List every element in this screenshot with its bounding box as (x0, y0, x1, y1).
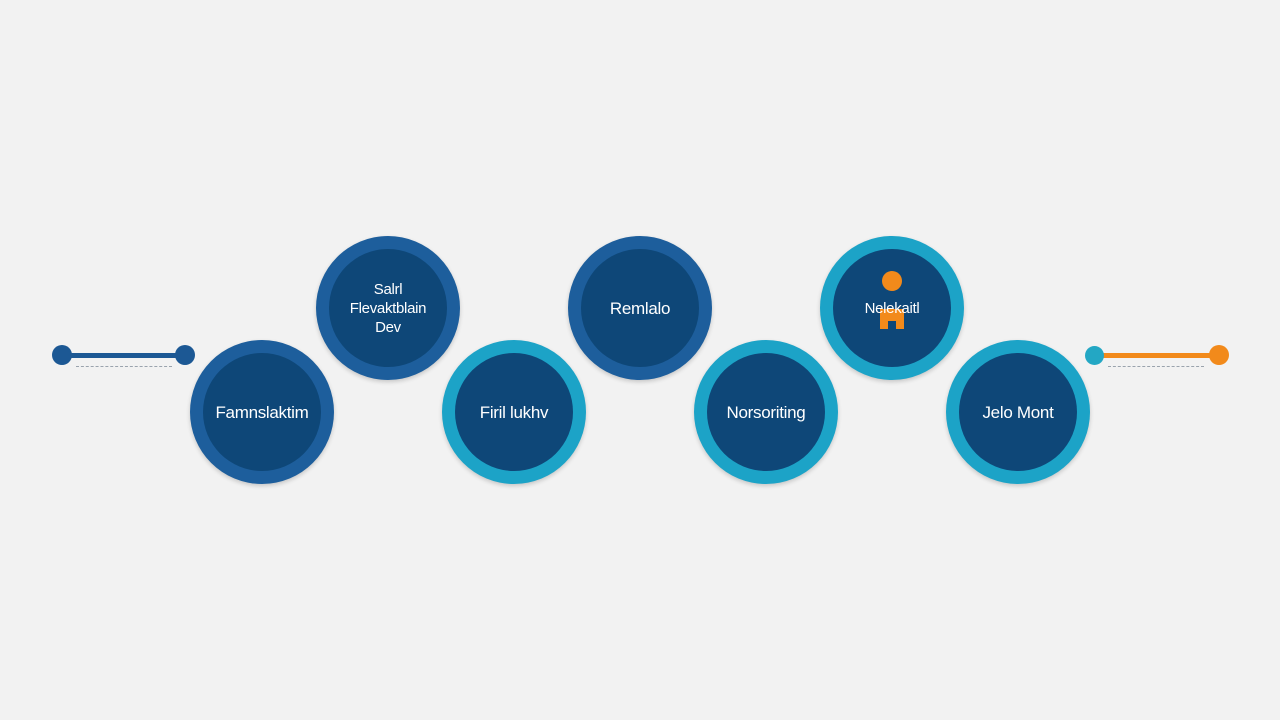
step-node-6: Nelekaitl (820, 236, 964, 380)
right-connector-end-dot (1209, 345, 1229, 365)
left-connector-start-dot (52, 345, 72, 365)
step-node-1: Famnslaktim (190, 340, 334, 484)
left-connector-line (62, 353, 186, 358)
step-node-7: Jelo Mont (946, 340, 1090, 484)
step-node-2-label-line-3: Dev (375, 318, 401, 336)
step-node-6-label: Nelekaitl (864, 299, 920, 317)
step-node-3: Firil lukhv (442, 340, 586, 484)
step-node-5-body: Norsoriting (707, 353, 825, 471)
step-node-1-label: Famnslaktim (215, 402, 309, 422)
step-node-2-body: Salrl Flevaktblain Dev (329, 249, 447, 367)
step-node-1-body: Famnslaktim (203, 353, 321, 471)
right-connector-line (1096, 353, 1218, 358)
right-connector-dashes (1108, 366, 1204, 367)
step-node-4-label: Remlalo (609, 298, 671, 318)
step-node-7-label: Jelo Mont (982, 402, 1054, 422)
step-node-2-label-line-2: Flevaktblain (349, 299, 427, 317)
person-icon (880, 271, 904, 329)
step-node-7-body: Jelo Mont (959, 353, 1077, 471)
step-node-2-label-line-1: Salrl (373, 280, 403, 298)
step-node-6-body: Nelekaitl (833, 249, 951, 367)
left-connector-dashes (76, 366, 172, 367)
step-node-3-body: Firil lukhv (455, 353, 573, 471)
step-node-5: Norsoriting (694, 340, 838, 484)
right-connector-start-dot (1085, 346, 1104, 365)
step-node-4-body: Remlalo (581, 249, 699, 367)
step-node-3-label: Firil lukhv (479, 402, 549, 422)
step-node-4: Remlalo (568, 236, 712, 380)
step-node-2: Salrl Flevaktblain Dev (316, 236, 460, 380)
step-node-5-label: Norsoriting (726, 402, 806, 422)
left-connector-end-dot (175, 345, 195, 365)
